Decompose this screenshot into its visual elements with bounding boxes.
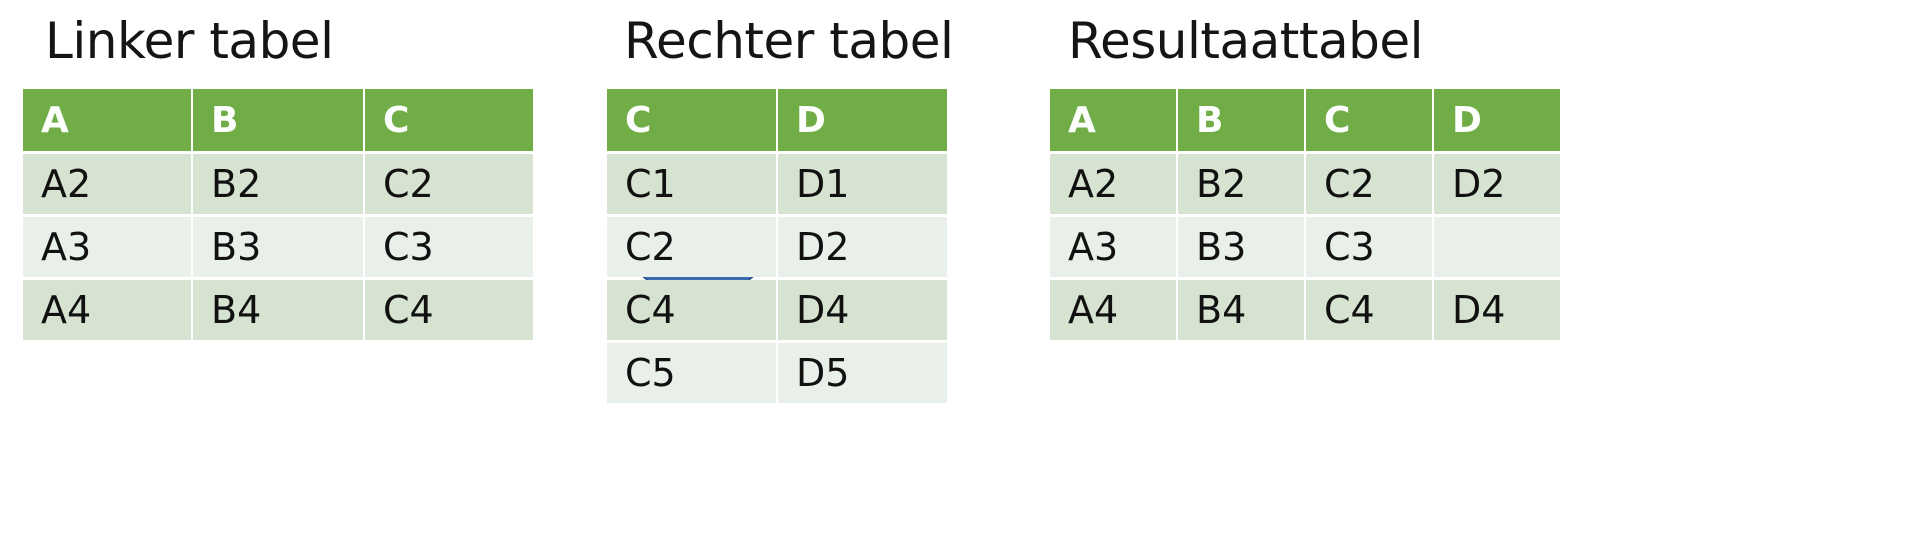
table-cell: A3 [23,217,191,277]
table-cell: C2 [365,154,533,214]
table-cell: B4 [1178,280,1304,340]
table-cell: C1 [607,154,776,214]
table-cell: C3 [1306,217,1432,277]
left-table-title: Linker tabel [45,12,334,70]
table-cell: A2 [1050,154,1176,214]
middle-table-header-row: C D [607,89,947,151]
table-cell: C2 [1306,154,1432,214]
table-row: A3 B3 C3 [23,217,533,277]
table-cell: C5 [607,343,776,403]
result-table-header-row: A B C D [1050,89,1560,151]
table-row: A2 B2 C2 [23,154,533,214]
result-table-header-cell: B [1178,89,1304,151]
result-table-header-cell: A [1050,89,1176,151]
result-table: A B C D A2 B2 C2 D2 A3 B3 C3 A4 B4 [1048,86,1562,343]
table-row: C5 D5 [607,343,947,403]
result-table-header-cell: D [1434,89,1560,151]
table-row: A3 B3 C3 [1050,217,1560,277]
left-table: A B C A2 B2 C2 A3 B3 C3 A4 B4 C4 [21,86,535,343]
table-row: A2 B2 C2 D2 [1050,154,1560,214]
table-row: C1 D1 [607,154,947,214]
table-row: A4 B4 C4 D4 [1050,280,1560,340]
table-cell: A3 [1050,217,1176,277]
table-row: C2 D2 [607,217,947,277]
result-table-title: Resultaattabel [1068,12,1424,70]
left-table-header-cell: B [193,89,363,151]
left-table-header-row: A B C [23,89,533,151]
table-cell: A4 [23,280,191,340]
table-cell: B4 [193,280,363,340]
left-table-header-cell: A [23,89,191,151]
right-source-table: C D C1 D1 C2 D2 C4 D4 C5 D5 [605,86,949,406]
table-cell: C3 [365,217,533,277]
left-table-header-cell: C [365,89,533,151]
table-cell: D5 [778,343,947,403]
table-cell: D4 [1434,280,1560,340]
table-cell: D4 [778,280,947,340]
table-cell: D1 [778,154,947,214]
table-cell: A2 [23,154,191,214]
table-cell: C4 [1306,280,1432,340]
table-cell: B2 [193,154,363,214]
table-cell: B2 [1178,154,1304,214]
middle-table-header-cell: C [607,89,776,151]
table-cell: B3 [193,217,363,277]
middle-table-title: Rechter tabel [624,12,954,70]
table-cell: C4 [365,280,533,340]
table-cell-empty [1434,217,1560,277]
result-table-header-cell: C [1306,89,1432,151]
table-cell: D2 [1434,154,1560,214]
table-cell: C2 [607,217,776,277]
table-cell: B3 [1178,217,1304,277]
table-row: A4 B4 C4 [23,280,533,340]
middle-table-header-cell: D [778,89,947,151]
table-cell: D2 [778,217,947,277]
table-row: C4 D4 [607,280,947,340]
table-cell: A4 [1050,280,1176,340]
table-cell: C4 [607,280,776,340]
